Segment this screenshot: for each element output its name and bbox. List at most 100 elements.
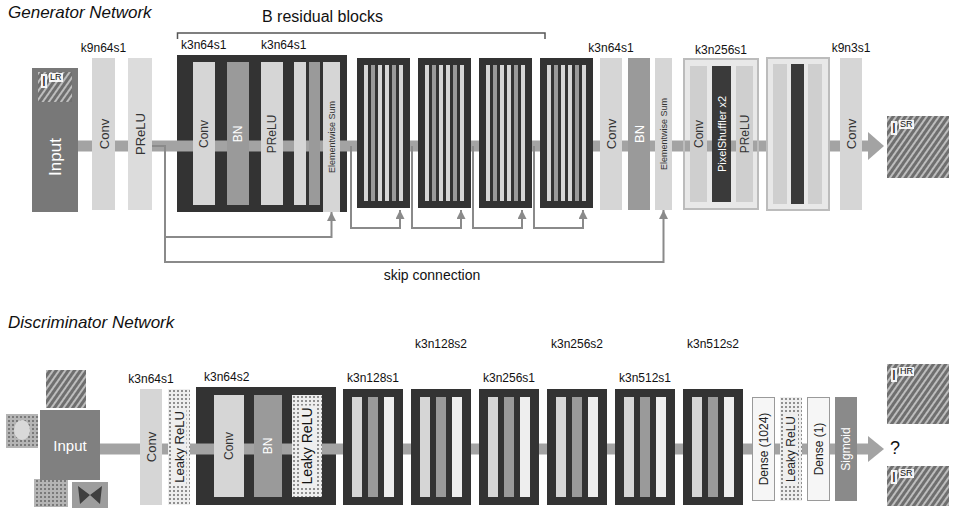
layer-spec: k3n64s1 <box>181 39 226 51</box>
data-flow <box>282 444 292 455</box>
layer-label: PReLU <box>739 115 751 154</box>
conv-layer: Conv <box>193 62 215 205</box>
residual-block: k3n64s1k3n64s1ConvBNPReLUElementwise Sum <box>177 55 347 212</box>
conv-layer: Conv <box>214 395 244 497</box>
leaky-relu-layer: Leaky ReLU <box>168 389 190 505</box>
input-images <box>6 370 108 508</box>
output-arrowhead <box>868 436 884 462</box>
image-symbol: I <box>891 121 897 135</box>
skip-loop <box>351 146 400 228</box>
conv-block <box>683 389 743 505</box>
layer-label: PReLU <box>266 114 278 153</box>
lr-image <box>38 72 72 102</box>
layer-label: Conv <box>845 119 858 149</box>
image-symbol: I <box>891 368 897 382</box>
conv-block <box>411 389 471 505</box>
question-mark: ? <box>890 439 900 457</box>
layer-label: Conv <box>223 432 235 460</box>
data-flow-segment <box>322 444 336 455</box>
bn-layer: BN <box>628 58 650 210</box>
data-flow <box>78 141 92 152</box>
elementwise-sum: Elementwise Sum <box>655 58 672 210</box>
sigmoid-layer: Sigmoid <box>835 397 857 501</box>
layer-bar <box>808 64 822 204</box>
image-superscript: LR <box>49 73 63 82</box>
residual-block <box>479 58 532 208</box>
conv-layer: k3n64s1Conv <box>600 58 622 210</box>
data-flow-segment <box>340 141 347 152</box>
data-flow-segment <box>177 141 193 152</box>
data-flow <box>215 141 227 152</box>
sr-image <box>887 466 949 506</box>
layer-label: Elementwise Sum <box>659 98 668 170</box>
data-flow <box>249 141 261 152</box>
prelu-layer: PReLU <box>736 66 753 202</box>
prelu-layer: PReLU <box>261 62 283 205</box>
layer-label: Conv <box>145 432 158 462</box>
layer-bar <box>791 64 804 204</box>
input-box: Input <box>40 410 100 480</box>
pixelshuffler-layer: PixelShuffler x2 <box>712 66 731 202</box>
data-flow <box>244 444 254 455</box>
leaky-relu-layer: Leaky ReLU <box>780 397 802 501</box>
section-title: Discriminator Network <box>8 314 174 331</box>
layer-bar <box>773 64 787 204</box>
conv-layer: Conv <box>690 66 707 202</box>
layer-label: BN <box>232 125 244 142</box>
bn-layer: BN <box>254 395 282 497</box>
connection-label: skip connection <box>384 268 481 282</box>
data-flow-segment <box>196 444 214 455</box>
layer-label: BN <box>633 125 646 143</box>
layer-label: Leaky ReLU <box>299 405 315 486</box>
face <box>14 420 30 440</box>
leaky-relu-layer: Leaky ReLU <box>292 395 322 497</box>
section-title: Generator Network <box>8 4 152 21</box>
skip-loop <box>534 146 583 228</box>
upsample-frame <box>767 58 829 210</box>
layer-spec: k3n256s2 <box>551 338 603 350</box>
conv-layer: k3n64s1Conv <box>140 389 162 505</box>
residual-block <box>540 58 593 208</box>
layer-spec: k3n512s1 <box>619 372 671 384</box>
sr-image <box>887 116 949 178</box>
image-symbol: I <box>41 74 47 88</box>
data-flow <box>672 141 683 152</box>
skip-loop <box>412 146 461 228</box>
input-photo <box>34 479 68 507</box>
conv-block <box>479 389 539 505</box>
layer-spec: k3n64s1 <box>128 373 173 385</box>
layer-label: Elementwise Sum <box>327 101 336 173</box>
conv-blocks <box>343 389 743 505</box>
image-superscript: HR <box>899 367 914 376</box>
conv-layer: k9n3s1Conv <box>840 58 862 210</box>
image-symbol: I <box>891 470 897 484</box>
layer-spec: k9n64s1 <box>81 42 126 54</box>
layer-label: Conv <box>693 120 705 148</box>
group-bracket <box>178 33 546 39</box>
layer-spec: k3n64s2 <box>204 371 249 383</box>
layer-label: Leaky ReLU <box>172 409 187 485</box>
conv-block: k3n64s2ConvBNLeaky ReLU <box>196 387 336 505</box>
butterfly <box>78 486 102 504</box>
layer-bar <box>309 62 320 205</box>
dense-layer: Dense (1) <box>807 397 830 501</box>
layer-label: Conv <box>605 119 618 149</box>
layer-label: PixelShuffler x2 <box>716 96 727 172</box>
layer-label: Conv <box>97 119 110 149</box>
layer-spec: k3n64s1 <box>261 39 306 51</box>
input-photo <box>72 482 108 508</box>
layer-spec: k3n256s1 <box>483 372 535 384</box>
skip-loop <box>473 146 522 228</box>
dense-layer: Dense (1024) <box>752 397 775 501</box>
image-superscript: SR <box>899 120 914 129</box>
residual-blocks <box>357 58 593 208</box>
layer-spec: k3n64s1 <box>588 42 633 54</box>
conv-block <box>547 389 607 505</box>
layer-label: Sigmoid <box>840 427 852 470</box>
data-flow <box>100 444 140 455</box>
layer-label: Input <box>53 438 86 453</box>
conv-layer: k9n64s1Conv <box>92 58 115 210</box>
layer-bar <box>294 62 306 205</box>
bn-layer: BN <box>227 62 249 205</box>
